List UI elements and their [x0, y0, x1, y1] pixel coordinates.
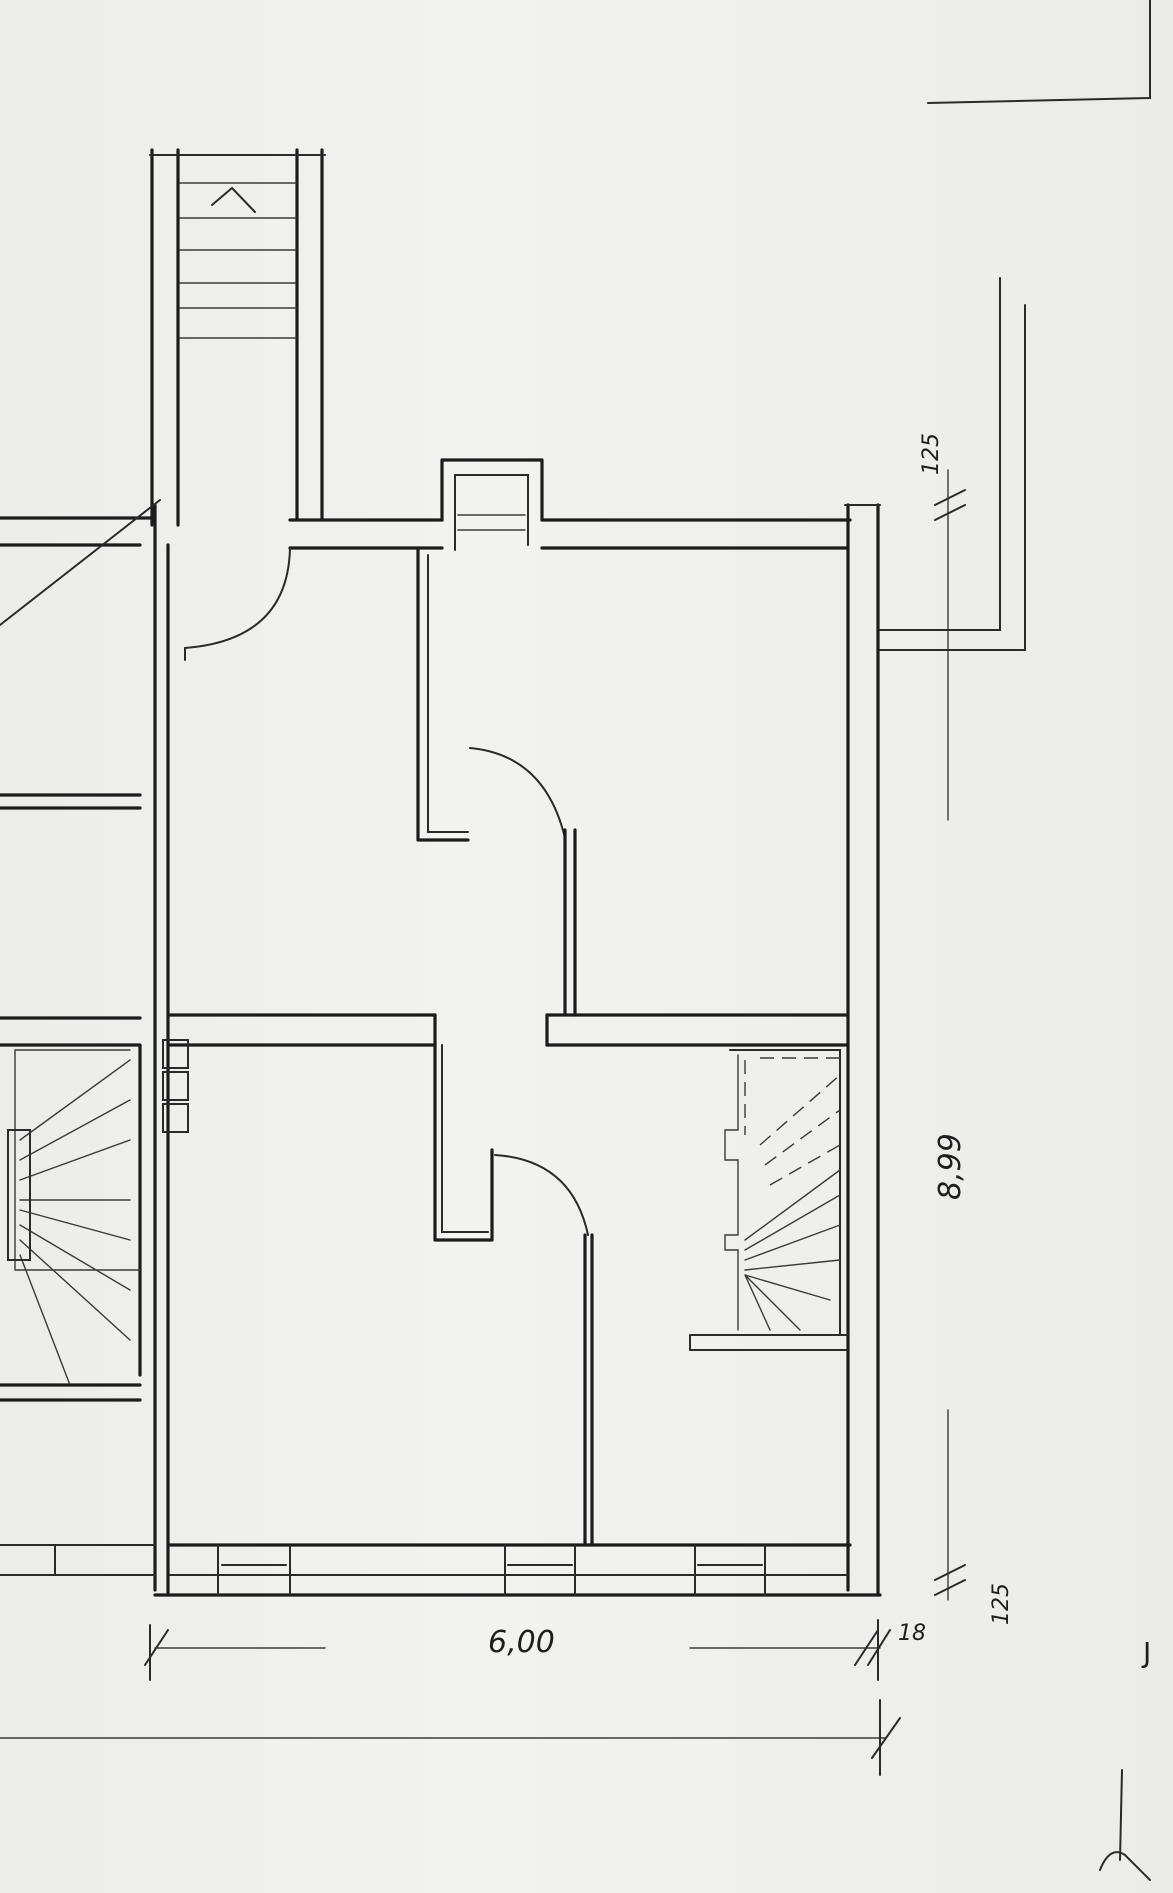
bottom-offset-label: 125 — [989, 1583, 1014, 1625]
depth-dimension — [879, 277, 1026, 1601]
width-dimension — [0, 1619, 901, 1776]
up-arrow-icon — [211, 186, 256, 213]
sheet-mark: J — [1141, 1636, 1151, 1669]
winding-stair — [689, 1049, 849, 1351]
wall-thickness-label: 18 — [898, 1621, 926, 1646]
chimney — [440, 458, 544, 551]
upper-partition — [416, 546, 577, 1017]
door-swing — [469, 747, 566, 839]
middle-wall — [166, 1013, 850, 1047]
door-swing-lower — [494, 1154, 589, 1236]
corner-scribble — [1099, 1769, 1151, 1881]
duct-boxes — [162, 1039, 189, 1133]
sheet-frame — [927, 0, 1151, 104]
outer-walls — [153, 503, 882, 1597]
entrance-door — [184, 547, 291, 661]
entry-stair — [149, 148, 326, 527]
depth-label: 8,99 — [933, 1133, 968, 1200]
windows — [217, 1544, 766, 1596]
width-label: 6,00 — [488, 1625, 555, 1660]
lower-partition — [433, 1043, 594, 1547]
top-offset-label: 125 — [919, 433, 944, 475]
neighbour-unit — [0, 499, 161, 1576]
